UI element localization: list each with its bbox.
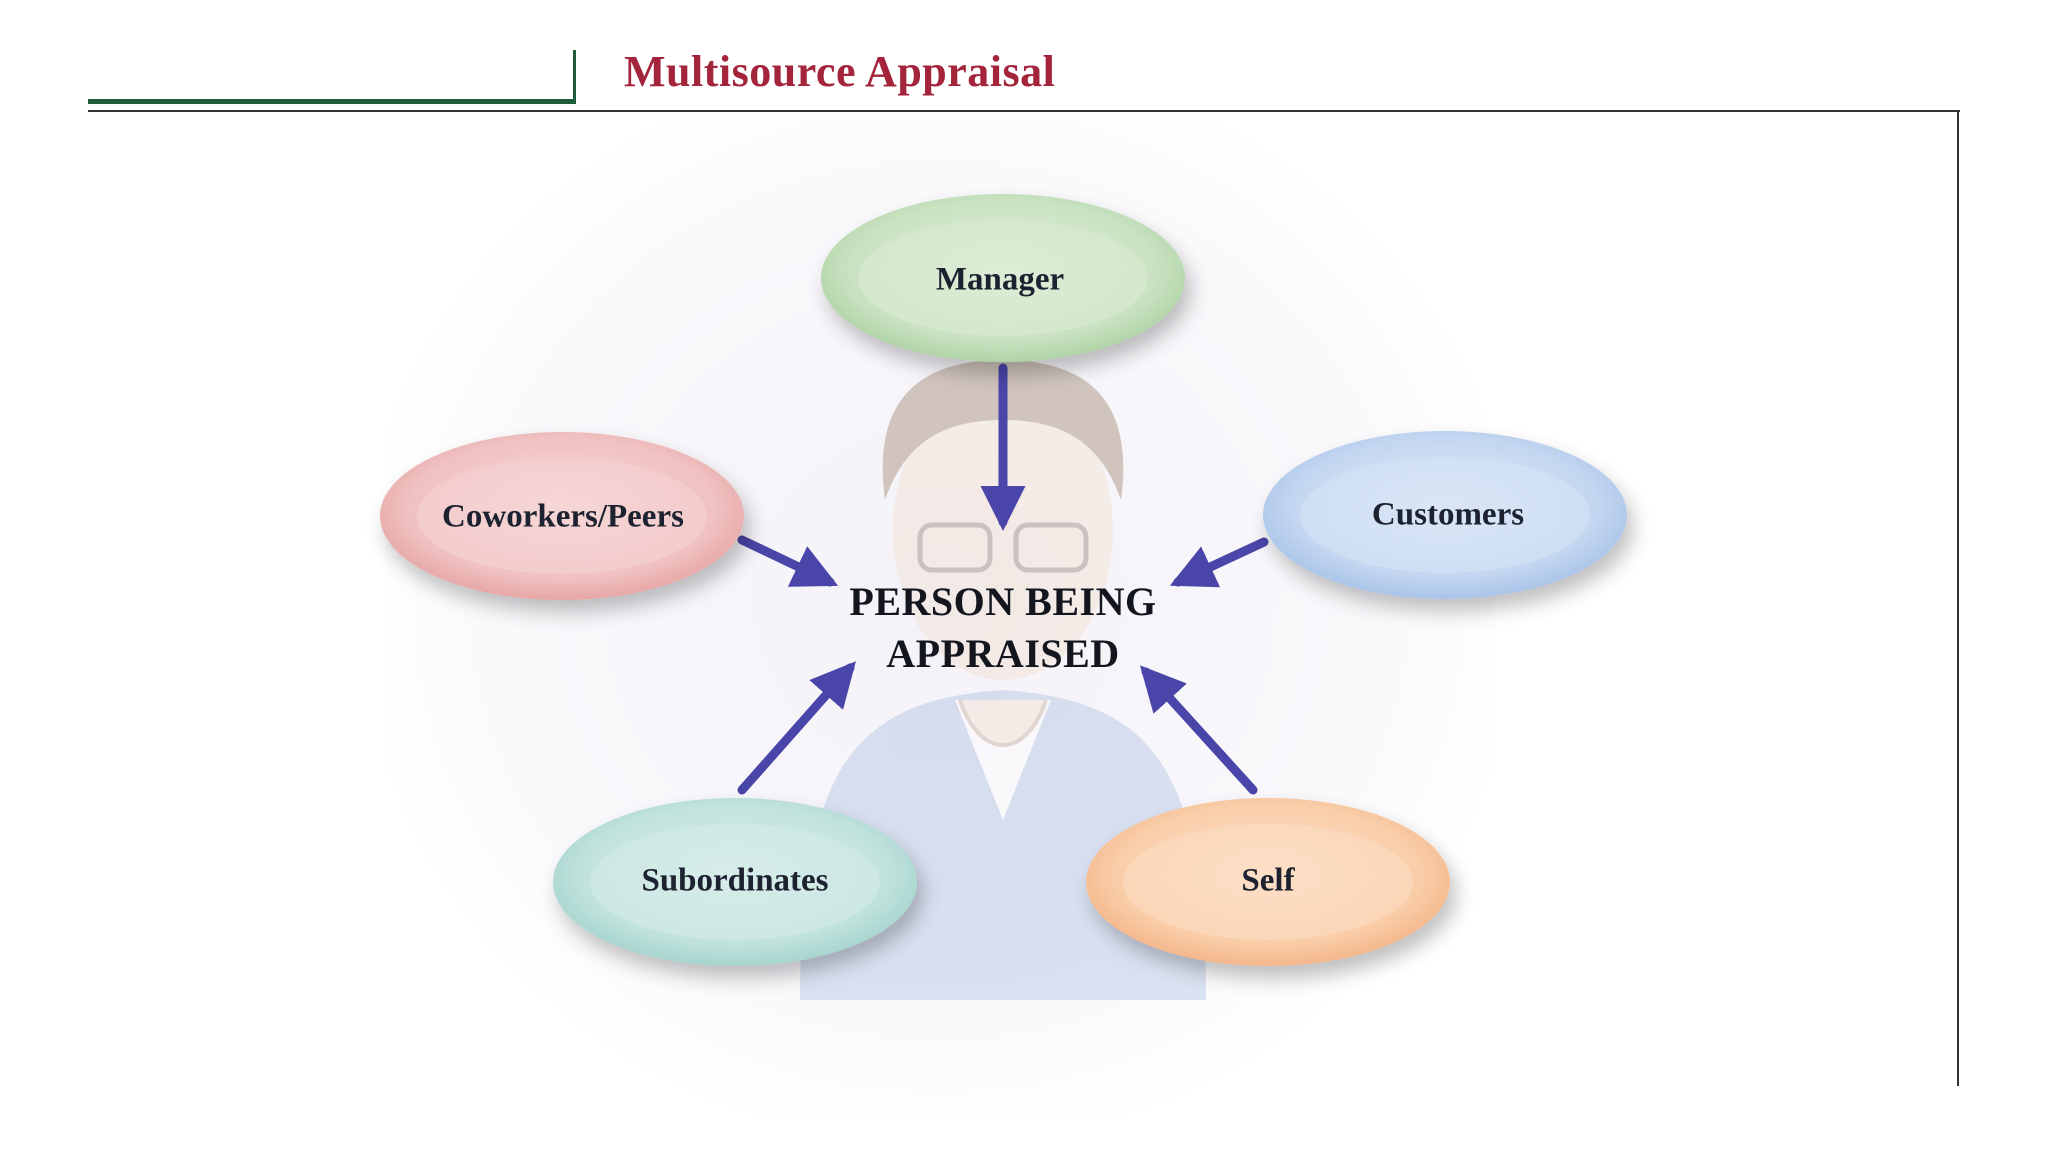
node-manager-shape <box>821 194 1185 362</box>
page-title: Multisource Appraisal <box>624 47 1056 96</box>
node-customers-shape <box>1263 431 1627 599</box>
arrow-self <box>1139 665 1258 795</box>
header-black-rule <box>88 110 1960 112</box>
node-manager-label: Manager <box>935 261 1065 298</box>
node-customers-label: Customers <box>1371 496 1525 533</box>
arrow-customers <box>1169 537 1269 588</box>
frame-right-rule <box>1957 110 1959 1086</box>
arrow-subordinates <box>737 661 856 795</box>
node-subordinates-shape <box>553 798 917 966</box>
center-label-line1: PERSON BEING <box>849 579 1157 624</box>
header-green-tick <box>573 50 576 104</box>
header-green-rule <box>88 99 576 104</box>
node-coworkers-shape <box>380 432 744 600</box>
center-label: PERSON BEING APPRAISED <box>849 576 1156 680</box>
arrows <box>737 363 1269 795</box>
node-coworkers-label: Coworkers/Peers <box>442 498 684 535</box>
node-self-label: Self <box>1241 862 1295 899</box>
center-label-line2: APPRAISED <box>886 631 1120 676</box>
node-self-shape <box>1086 798 1450 966</box>
arrow-coworkers <box>737 535 839 587</box>
node-subordinates-label: Subordinates <box>641 862 829 899</box>
